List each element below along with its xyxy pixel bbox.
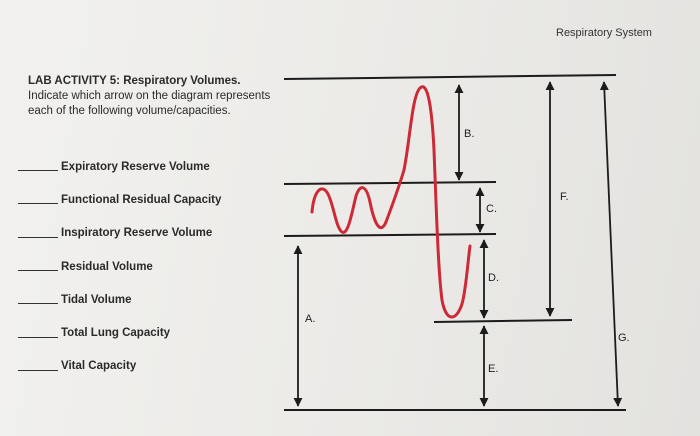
answer-label: Total Lung Capacity (61, 327, 171, 340)
answer-blank[interactable] (18, 270, 58, 272)
arrow-label-g: G. (618, 332, 630, 344)
spirogram-trace (310, 85, 472, 319)
answer-item-tv: Tidal Volume (18, 283, 288, 316)
answer-item-tlc: Total Lung Capacity (18, 316, 288, 349)
instructions-block: LAB ACTIVITY 5: Respiratory Volumes. Ind… (28, 74, 278, 119)
tidal-top-line (283, 181, 497, 185)
tidal-bottom-line (283, 233, 497, 237)
answer-label: Inspiratory Reserve Volume (61, 227, 213, 240)
answer-label: Expiratory Reserve Volume (61, 160, 210, 173)
answer-item-vc: Vital Capacity (18, 350, 288, 383)
page-header: Respiratory System (556, 27, 652, 39)
activity-title: LAB ACTIVITY 5: Respiratory Volumes. (28, 75, 241, 87)
answer-blank[interactable] (18, 203, 58, 205)
answer-blank[interactable] (18, 236, 58, 238)
arrow-label-b: B. (464, 128, 474, 140)
answer-list: Expiratory Reserve Volume Functional Res… (18, 150, 288, 383)
answer-item-frc: Functional Residual Capacity (18, 183, 288, 216)
answer-label: Vital Capacity (61, 360, 137, 373)
rv-level-line (433, 319, 573, 323)
answer-blank[interactable] (18, 369, 58, 371)
arrow-label-e: E. (488, 363, 498, 375)
activity-instructions: Indicate which arrow on the diagram repr… (28, 90, 271, 117)
arrow-label-d: D. (488, 272, 499, 284)
arrow-label-f: F. (560, 191, 569, 203)
tlc-level-line (283, 74, 617, 80)
answer-blank[interactable] (18, 170, 58, 172)
answer-label: Tidal Volume (61, 293, 132, 306)
answer-item-rv: Residual Volume (18, 250, 288, 283)
answer-label: Functional Residual Capacity (61, 193, 222, 206)
answer-blank[interactable] (18, 303, 58, 305)
arrow-g (599, 81, 623, 407)
answer-item-irv: Inspiratory Reserve Volume (18, 217, 288, 250)
arrow-label-c: C. (486, 203, 497, 215)
answer-item-erv: Expiratory Reserve Volume (18, 150, 288, 183)
answer-label: Residual Volume (61, 260, 153, 273)
arrow-label-a: A. (305, 313, 315, 325)
answer-blank[interactable] (18, 336, 58, 338)
